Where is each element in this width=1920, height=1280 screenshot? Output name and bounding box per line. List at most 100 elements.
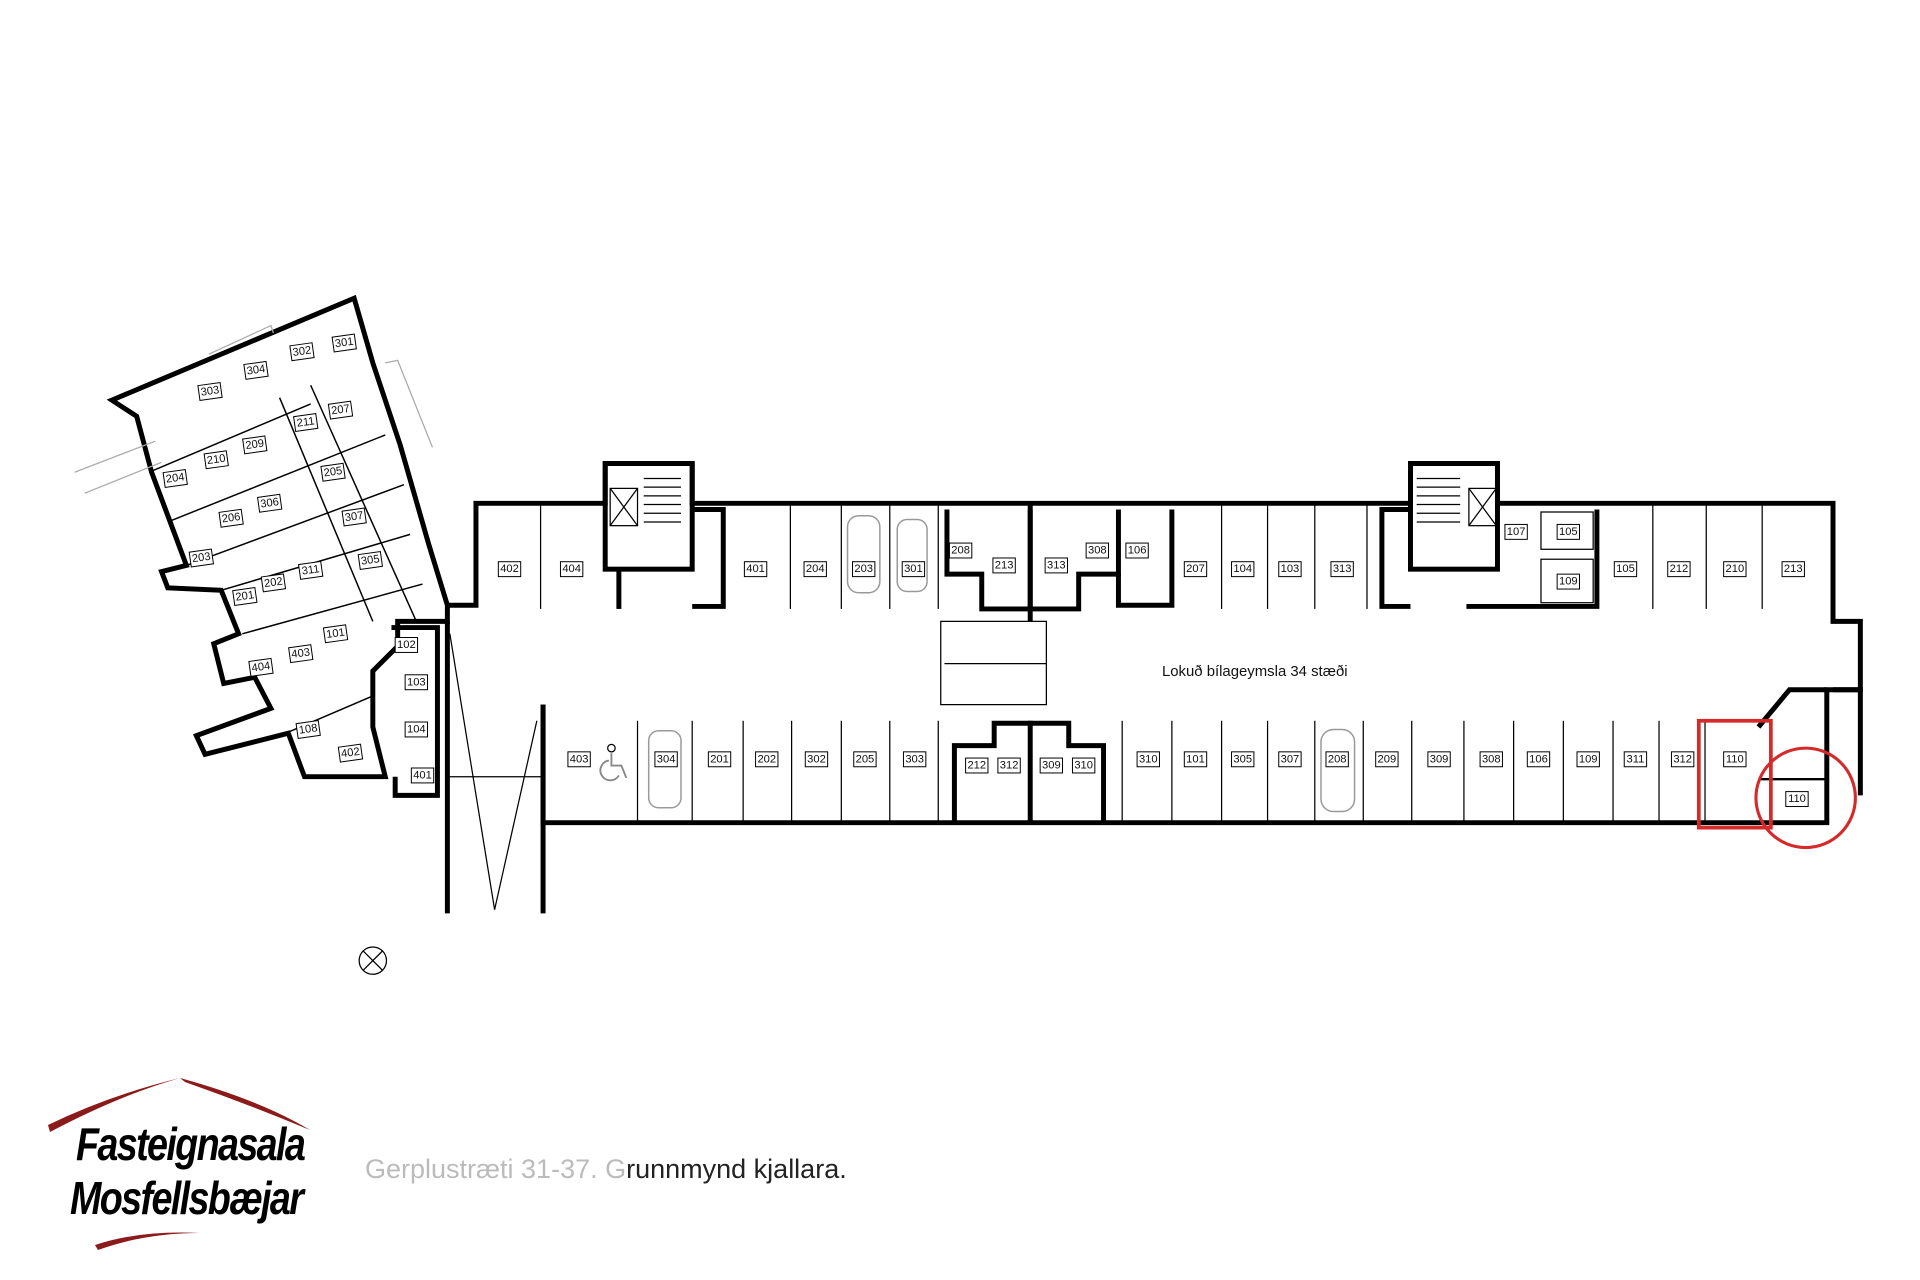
unit-label: 205	[853, 751, 877, 768]
storage-cells-middle	[940, 503, 1175, 823]
unit-label: 210	[203, 450, 229, 470]
unit-number: 212	[967, 760, 986, 772]
unit-label: 213	[992, 557, 1016, 574]
unit-label: 205	[320, 462, 346, 482]
unit-number: 109	[1559, 576, 1578, 588]
north-compass-icon	[358, 946, 388, 975]
unit-label: 312	[997, 757, 1021, 774]
unit-label: 110	[1785, 791, 1809, 808]
unit-label: 206	[218, 508, 244, 528]
highlight-unit-110	[1696, 718, 1857, 850]
unit-label: 404	[559, 561, 584, 578]
unit-number: 107	[1507, 526, 1526, 538]
unit-label: 309	[1039, 757, 1064, 774]
unit-label: 103	[1278, 561, 1302, 578]
car-icon	[846, 514, 881, 594]
unit-number: 201	[710, 753, 729, 765]
unit-label: 213	[1781, 561, 1805, 578]
unit-number: 401	[413, 769, 432, 781]
unit-label: 104	[404, 721, 428, 738]
unit-number: 312	[1000, 760, 1019, 772]
unit-label: 202	[755, 751, 779, 768]
caption-text: runnmynd kjallara.	[626, 1154, 847, 1184]
unit-number: 103	[407, 676, 426, 688]
unit-label: 211	[293, 413, 319, 433]
unit-number: 205	[323, 465, 343, 479]
unit-label: 101	[1183, 751, 1208, 768]
unit-number: 208	[1328, 753, 1347, 765]
unit-number: 307	[344, 510, 364, 524]
unit-number: 204	[806, 563, 825, 575]
unit-label: 311	[1623, 751, 1648, 768]
unit-label: 207	[327, 400, 354, 420]
unit-number: 305	[1233, 753, 1252, 765]
unit-number: 105	[1616, 563, 1635, 575]
unit-label: 401	[410, 767, 435, 784]
unit-number: 101	[1186, 753, 1205, 765]
unit-number: 206	[221, 511, 241, 525]
logo-roof-icon	[48, 1078, 310, 1250]
unit-label: 310	[1136, 751, 1160, 768]
unit-label: 304	[654, 751, 678, 768]
car-icon	[647, 729, 682, 809]
unit-label: 102	[394, 637, 419, 653]
unit-number: 205	[856, 753, 875, 765]
unit-number: 109	[1579, 753, 1598, 765]
unit-number: 403	[291, 646, 311, 660]
unit-number: 304	[657, 753, 676, 765]
unit-label: 305	[357, 550, 384, 570]
unit-number: 308	[1482, 753, 1501, 765]
unit-number: 403	[570, 753, 589, 765]
unit-number: 313	[1333, 563, 1352, 575]
unit-number: 212	[1670, 563, 1689, 575]
unit-number: 202	[263, 576, 283, 590]
unit-label: 103	[404, 674, 428, 691]
unit-number: 306	[260, 496, 280, 510]
logo-line2: Mosfellsbæjar	[70, 1172, 304, 1224]
unit-number: 311	[1627, 753, 1645, 765]
unit-number: 304	[246, 363, 266, 377]
unit-number: 313	[1047, 559, 1066, 571]
highlight-circle	[1754, 746, 1857, 850]
unit-number: 106	[1128, 545, 1147, 557]
highlight-box	[1696, 718, 1773, 830]
unit-number: 312	[1673, 753, 1692, 765]
unit-number: 308	[1088, 545, 1107, 557]
unit-number: 110	[1788, 793, 1806, 805]
unit-label: 209	[1375, 751, 1399, 768]
unit-number: 110	[1726, 753, 1744, 765]
unit-label: 311	[298, 560, 324, 580]
unit-label: 312	[1670, 751, 1695, 768]
unit-label: 201	[232, 587, 258, 607]
unit-number: 201	[235, 589, 255, 603]
unit-number: 307	[1281, 753, 1300, 765]
unit-number: 108	[298, 722, 318, 736]
unit-number: 208	[951, 545, 970, 557]
unit-number: 310	[1139, 753, 1158, 765]
unit-label: 310	[1071, 757, 1096, 774]
unit-number: 104	[407, 723, 426, 735]
unit-label: 202	[260, 573, 287, 593]
car-icon	[1320, 728, 1356, 813]
unit-number: 203	[854, 563, 873, 575]
unit-label: 303	[197, 381, 223, 401]
garage-area-label: Lokuð bílageymsla 34 stæði	[1162, 664, 1348, 680]
unit-label: 403	[288, 644, 314, 664]
unit-number: 207	[330, 403, 350, 417]
plan-caption: Gerplustræti 31-37. Grunnmynd kjallara.	[365, 1153, 847, 1185]
stair-core-left	[602, 461, 726, 609]
unit-number: 103	[1281, 563, 1300, 575]
unit-number: 202	[757, 753, 776, 765]
unit-label: 109	[1576, 751, 1600, 768]
unit-number: 302	[807, 753, 826, 765]
unit-label: 303	[902, 751, 927, 768]
unit-number: 210	[206, 453, 226, 467]
unit-number: 209	[245, 438, 265, 452]
unit-number: 309	[1430, 753, 1449, 765]
unit-label: 207	[1183, 561, 1208, 578]
unit-label: 101	[322, 624, 349, 644]
caption-faded-text: Gerplustræti 31-37. G	[365, 1154, 627, 1184]
